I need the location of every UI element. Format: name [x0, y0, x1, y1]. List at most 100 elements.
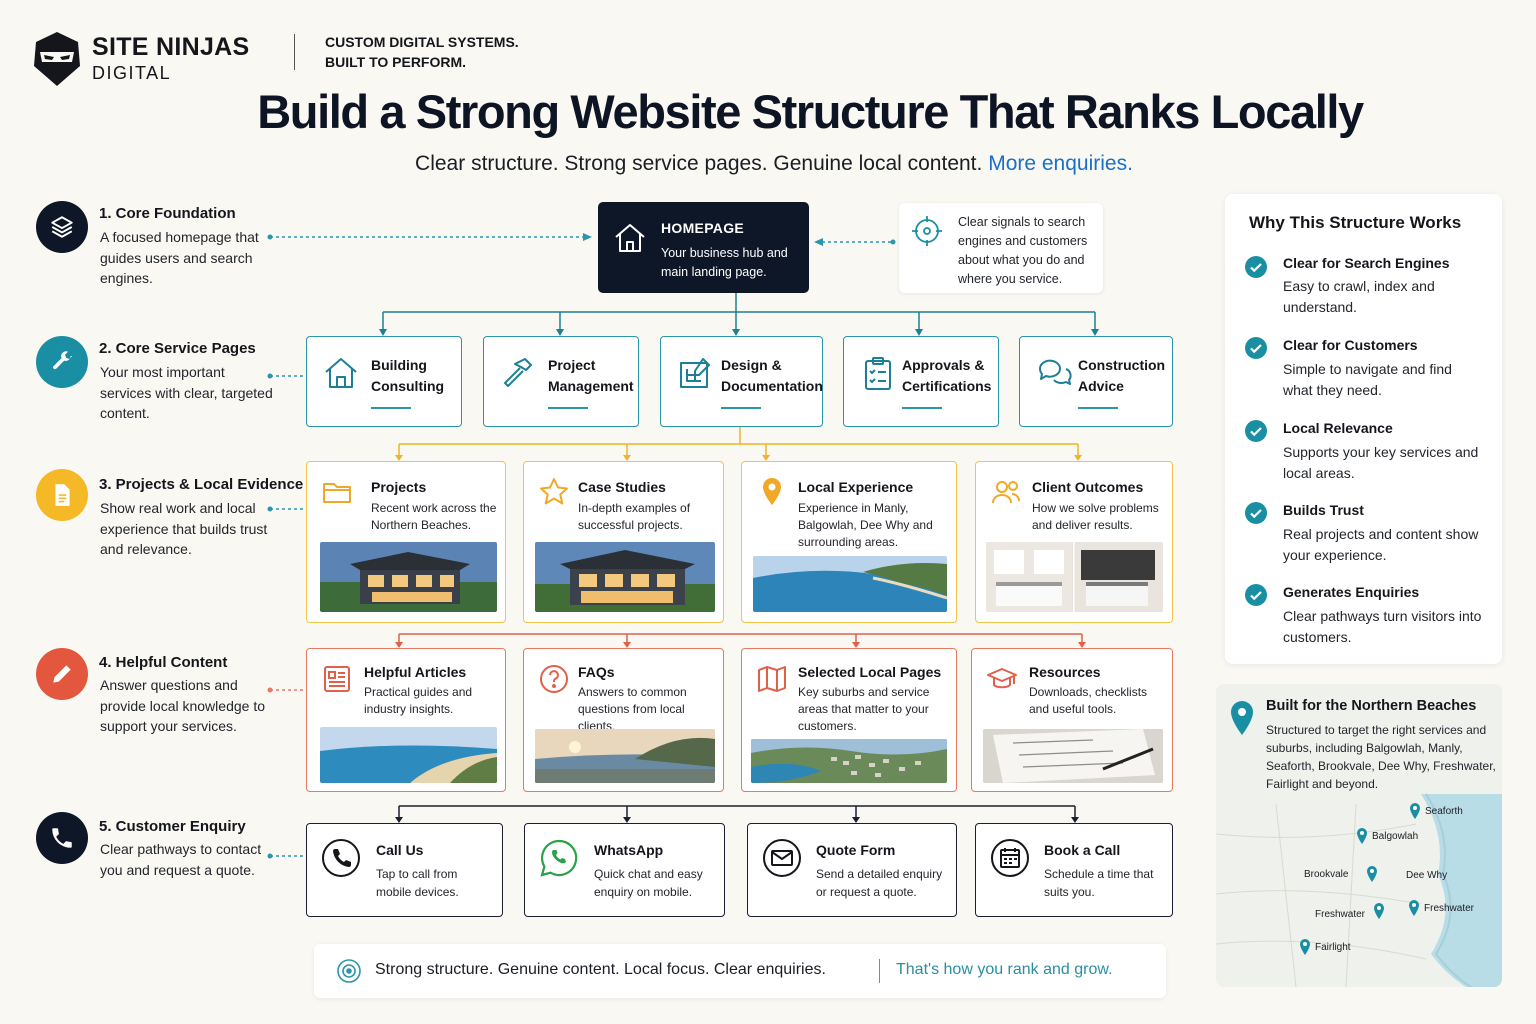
- why-panel: Why This Structure Works Clear for Searc…: [1225, 194, 1502, 664]
- card-desc: Practical guides and industry insights.: [364, 685, 473, 716]
- brand-sub: DIGITAL: [92, 63, 172, 83]
- why-item-desc: Simple to navigate and find what they ne…: [1283, 361, 1452, 398]
- map-place-freshwater-east: Freshwater: [1407, 900, 1474, 916]
- why-item-title: Local Relevance: [1283, 420, 1393, 436]
- cta-title: Call Us: [376, 842, 424, 858]
- step-3-title: 3. Projects & Local Evidence: [99, 476, 304, 493]
- subtitle-highlight: More enquiries.: [988, 152, 1133, 175]
- signal-desc: Clear signals to search engines and cust…: [958, 215, 1088, 286]
- why-item-desc: Clear pathways turn visitors into custom…: [1283, 608, 1482, 645]
- cta-desc: Quick chat and easy enquiry on mobile.: [594, 867, 703, 899]
- graduation-cap-icon: [987, 668, 1017, 689]
- map-pin-icon: [1374, 902, 1385, 919]
- card-case-studies[interactable]: Case Studies In-depth examples of succes…: [523, 461, 724, 623]
- target-icon: [912, 216, 942, 246]
- cta-title: Book a Call: [1044, 842, 1121, 858]
- card-selected-local-pages[interactable]: Selected Local Pages Key suburbs and ser…: [741, 648, 957, 792]
- map-place-brookvale: Brookvale: [1304, 866, 1379, 882]
- house-photo: [320, 542, 497, 612]
- map-pin-icon: [1300, 939, 1310, 955]
- card-resources[interactable]: Resources Downloads, checklists and usef…: [971, 648, 1173, 792]
- tagline-line-2: BUILT TO PERFORM.: [325, 54, 467, 70]
- users-icon: [992, 481, 1020, 504]
- map-place-fairlight: Fairlight: [1298, 939, 1351, 955]
- service-label-1: Approvals &: [902, 357, 985, 373]
- map-place-label: Dee Why: [1406, 870, 1448, 881]
- why-item-desc: Real projects and content show your expe…: [1283, 526, 1479, 563]
- coast-sunset-photo: [535, 729, 715, 783]
- map-place-label: Freshwater: [1315, 909, 1366, 920]
- step-2-desc: Your most important services with clear,…: [100, 364, 273, 421]
- service-approvals-certifications[interactable]: Approvals &Certifications: [843, 336, 999, 427]
- step-5-title: 5. Customer Enquiry: [99, 818, 246, 835]
- service-underline: [1078, 407, 1118, 409]
- map-desc: Structured to target the right services …: [1266, 723, 1496, 791]
- card-local-experience[interactable]: Local Experience Experience in Manly, Ba…: [741, 461, 957, 623]
- service-label-2: Management: [548, 378, 634, 394]
- step-1-desc: A focused homepage that guides users and…: [100, 229, 259, 286]
- card-desc: Downloads, checklists and useful tools.: [1029, 685, 1148, 716]
- card-desc: Experience in Manly, Balgowlah, Dee Why …: [798, 501, 933, 549]
- step-4-title: 4. Helpful Content: [99, 654, 228, 671]
- calendar-icon: [991, 839, 1029, 877]
- step-2-title: 2. Core Service Pages: [99, 340, 256, 357]
- beach-photo: [753, 556, 947, 612]
- map-place-label: Balgowlah: [1372, 830, 1419, 842]
- card-helpful-articles[interactable]: Helpful Articles Practical guides and in…: [306, 648, 506, 792]
- card-title: Resources: [1029, 664, 1101, 680]
- signal-note: Clear signals to search engines and cust…: [899, 203, 1103, 293]
- cta-desc: Send a detailed enquiry or request a quo…: [816, 867, 943, 899]
- check-circle-icon: [1245, 502, 1267, 524]
- card-title: Local Experience: [798, 479, 914, 495]
- target-icon: [337, 959, 361, 983]
- beach-photo: [320, 727, 497, 783]
- cta-call-us[interactable]: Call Us Tap to call from mobile devices.: [306, 823, 503, 917]
- tagline-line-1: CUSTOM DIGITAL SYSTEMS.: [325, 34, 519, 50]
- card-desc: Recent work across the Northern Beaches.: [371, 501, 497, 532]
- map-place-label: Seaforth: [1425, 805, 1463, 817]
- footer-divider: [879, 959, 880, 983]
- cta-book-a-call[interactable]: Book a Call Schedule a time that suits y…: [975, 823, 1173, 917]
- brand-name: SITE NINJAS: [92, 33, 250, 61]
- mail-icon: [763, 839, 801, 877]
- why-item-title: Clear for Customers: [1283, 337, 1418, 353]
- card-projects[interactable]: Projects Recent work across the Northern…: [306, 461, 506, 623]
- cta-whatsapp[interactable]: WhatsApp Quick chat and easy enquiry on …: [524, 823, 725, 917]
- cta-desc: Tap to call from mobile devices.: [376, 867, 459, 899]
- map-panel: Built for the Northern Beaches Structure…: [1216, 684, 1502, 987]
- step-5-phone-icon: [36, 812, 88, 864]
- service-label-2: Consulting: [371, 378, 445, 394]
- card-title: FAQs: [578, 664, 615, 680]
- kitchen-photo: [986, 542, 1163, 612]
- card-desc: Key suburbs and service areas that matte…: [798, 685, 930, 733]
- house-icon: [615, 224, 645, 252]
- header-divider: [294, 34, 295, 70]
- check-circle-icon: [1245, 584, 1267, 606]
- cta-quote-form[interactable]: Quote Form Send a detailed enquiry or re…: [747, 823, 957, 917]
- map-pin-icon: [1367, 866, 1378, 882]
- service-label: Design &Documentation: [721, 355, 823, 397]
- homepage-box[interactable]: HOMEPAGE Your business hub and main land…: [598, 202, 809, 293]
- map-place-balgowlah: Balgowlah: [1355, 828, 1418, 844]
- brand-tagline: CUSTOM DIGITAL SYSTEMS. BUILT TO PERFORM…: [325, 32, 519, 72]
- why-item-desc: Easy to crawl, index and understand.: [1283, 278, 1435, 315]
- map-pin-icon: [1410, 803, 1420, 819]
- why-item-title: Clear for Search Engines: [1283, 255, 1450, 271]
- subtitle-text: Clear structure. Strong service pages. G…: [415, 152, 983, 175]
- folder-icon: [323, 483, 351, 503]
- ninja-logo-icon: [34, 32, 80, 86]
- service-underline: [371, 407, 411, 409]
- service-design-documentation[interactable]: Design &Documentation: [660, 336, 823, 427]
- clipboard-icon: [865, 357, 891, 390]
- card-faqs[interactable]: FAQs Answers to common questions from lo…: [523, 648, 724, 792]
- map-pin-icon: [763, 478, 781, 505]
- check-circle-icon: [1245, 420, 1267, 442]
- card-client-outcomes[interactable]: Client Outcomes How we solve problems an…: [975, 461, 1173, 623]
- house-photo: [535, 542, 715, 612]
- card-title: Helpful Articles: [364, 664, 467, 680]
- phone-icon: [322, 839, 360, 877]
